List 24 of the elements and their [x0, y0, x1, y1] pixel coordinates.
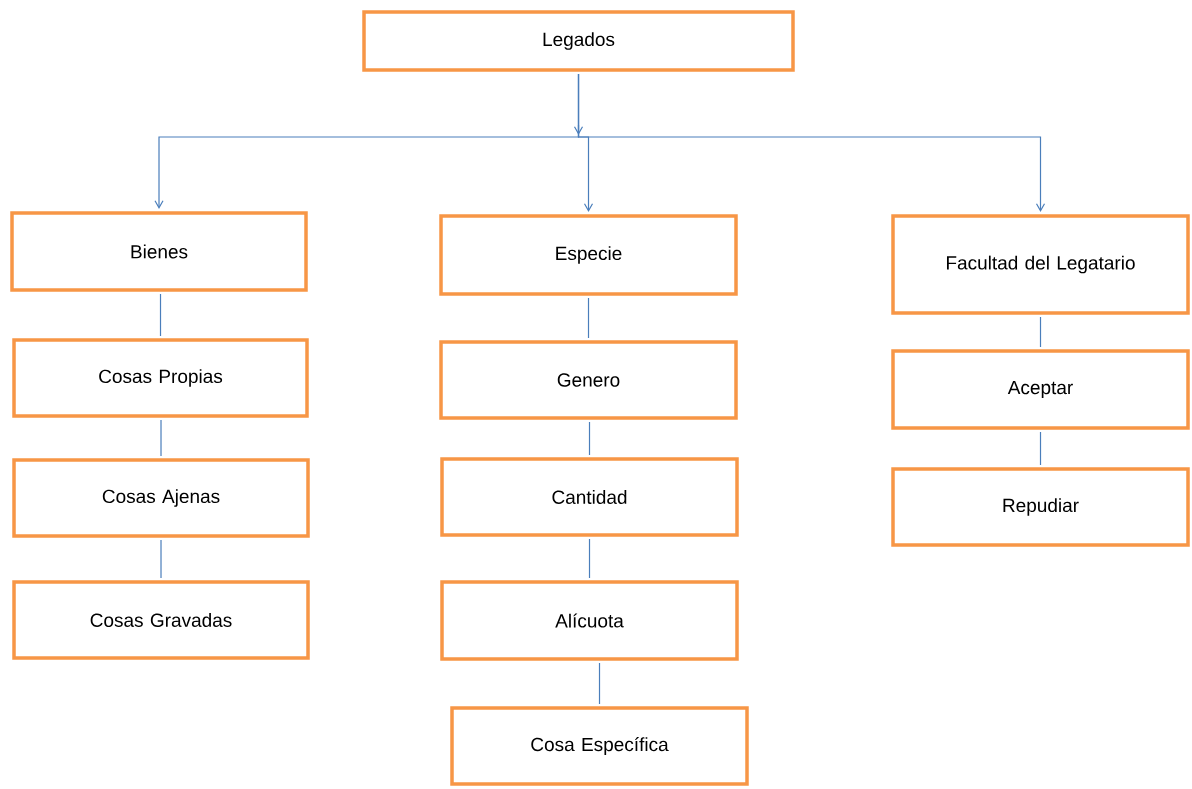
- connector-line: [160, 539, 162, 579]
- connector-line: [159, 293, 162, 337]
- text-box: Facultad del Legatario: [891, 214, 1190, 315]
- text-box: Genero: [439, 340, 738, 420]
- connector-line: [588, 421, 591, 456]
- text-box: Cantidad: [440, 457, 739, 537]
- text-box: Bienes: [10, 211, 308, 292]
- text-box: Cosas Ajenas: [12, 458, 310, 538]
- text-box: Cosas Gravadas: [12, 580, 310, 660]
- connector-line: [598, 662, 601, 705]
- connector-line: [1039, 316, 1042, 348]
- text-box: Repudiar: [891, 467, 1190, 547]
- arrow: [577, 73, 1046, 212]
- text-box: Especie: [439, 214, 738, 296]
- connector-line: [588, 538, 591, 579]
- text-box: Cosa Específica: [450, 706, 749, 786]
- text-box: Aceptar: [891, 349, 1190, 430]
- arrowhead: [573, 124, 584, 135]
- connector-line: [1039, 431, 1042, 466]
- connector-line: [160, 419, 162, 457]
- text-box: Legados: [362, 10, 795, 72]
- text-box: Cosas Propias: [12, 338, 309, 418]
- connector-line: [587, 297, 590, 339]
- text-box: Alícuota: [440, 580, 739, 661]
